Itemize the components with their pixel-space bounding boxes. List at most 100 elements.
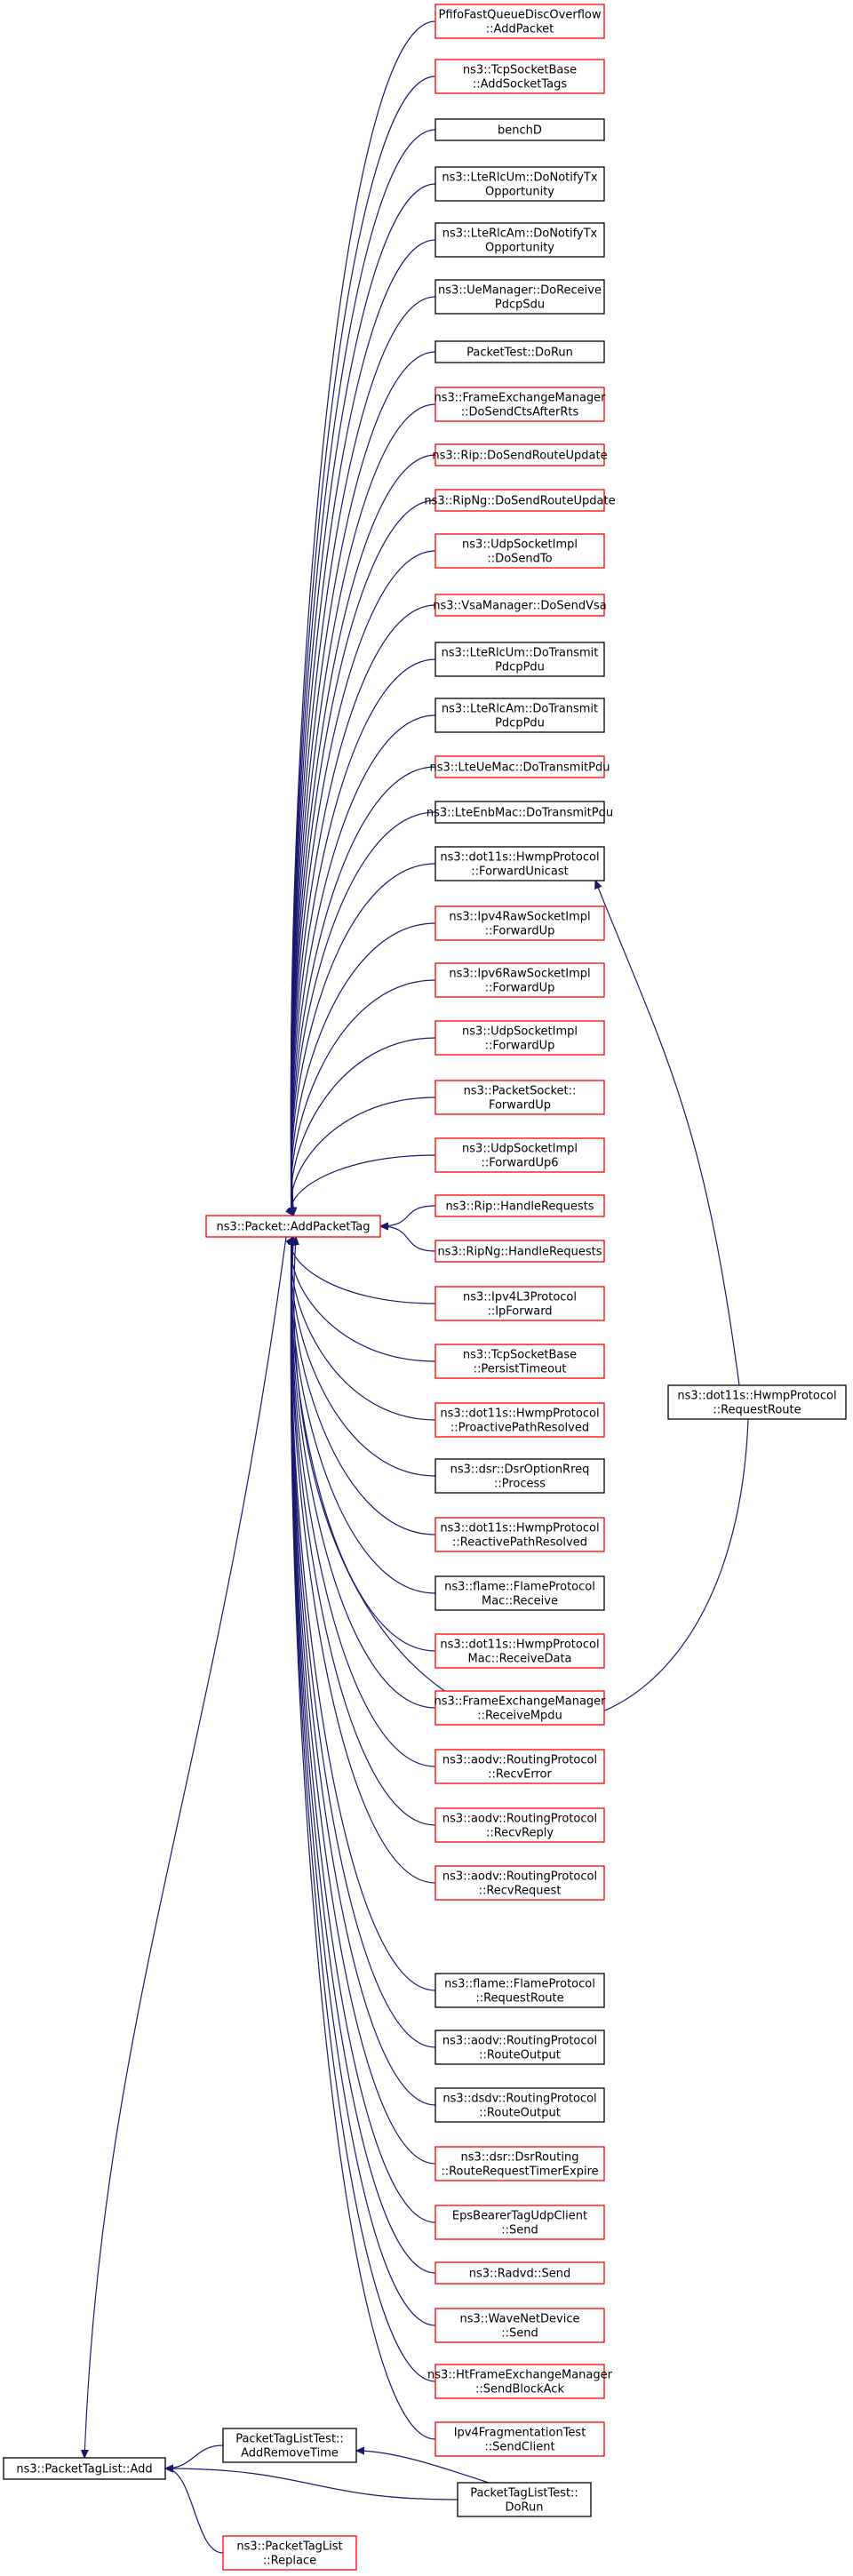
node-label: ::ForwardUp (485, 1040, 555, 1053)
node-aodv-err[interactable]: ns3::aodv::RoutingProtocol::RecvError (434, 1749, 605, 1784)
node-label: Opportunity (485, 186, 554, 199)
node-pktsock-fwd[interactable]: ns3::PacketSocket::ForwardUp (434, 1080, 605, 1115)
node-pfifo[interactable]: PfifoFastQueueDiscOverflow::AddPacket (434, 4, 605, 39)
node-rip-send[interactable]: ns3::Rip::DoSendRouteUpdate (432, 443, 608, 467)
node-layer: ns3::PacketTagList::Add ns3::Packet::AddP… (3, 4, 847, 2571)
node-pktlist-dorun[interactable]: PacketTagListTest::DoRun (457, 2482, 592, 2517)
node-label: ::RecvError (488, 1768, 552, 1782)
node-aodv-out[interactable]: ns3::aodv::RoutingProtocol::RouteOutput (434, 2030, 605, 2065)
node-box (222, 2535, 357, 2571)
node-uemac-tx[interactable]: ns3::LteUeMac::DoTransmitPdu (429, 755, 610, 778)
node-box (667, 1384, 847, 1420)
node-ipv4frag[interactable]: Ipv4FragmentationTest::SendClient (434, 2421, 605, 2457)
node-flame-route[interactable]: ns3::flame::FlameProtocol::RequestRoute (434, 1973, 605, 2008)
node-label: ::ReceiveMpdu (477, 1710, 562, 1723)
node-dsr-rreq[interactable]: ns3::dsr::DsrOptionRreq::Process (434, 1458, 605, 1494)
node-addpackettag[interactable]: ns3::Packet::AddPacketTag (205, 1215, 381, 1238)
node-aodv-reply[interactable]: ns3::aodv::RoutingProtocol::RecvReply (434, 1807, 605, 1843)
node-label: ns3::dsr::DsrRouting (461, 2151, 579, 2165)
node-dsr-timer[interactable]: ns3::dsr::DsrRouting::RouteRequestTimerE… (434, 2146, 605, 2181)
node-box (434, 222, 605, 258)
node-enbmac-tx[interactable]: ns3::LteEnbMac::DoTransmitPdu (426, 801, 613, 824)
node-requestroute-hwmp[interactable]: ns3::dot11s::HwmpProtocol::RequestRoute (667, 1384, 847, 1420)
node-packettest[interactable]: PacketTest::DoRun (434, 340, 605, 363)
node-fem-cts[interactable]: ns3::FrameExchangeManager::DoSendCtsAfte… (434, 387, 606, 422)
node-label: ns3::Radvd::Send (469, 2268, 570, 2281)
node-hwmp-recvdata[interactable]: ns3::dot11s::HwmpProtocolMac::ReceiveDat… (434, 1633, 605, 1669)
node-replace[interactable]: ns3::PacketTagList::Replace (222, 2535, 357, 2571)
edge-ipv4frag-to-addpackettag (291, 1237, 436, 2440)
node-ipv4l3-fwd[interactable]: ns3::Ipv4L3Protocol::IpForward (434, 1286, 605, 1321)
node-radvd[interactable]: ns3::Radvd::Send (434, 2261, 605, 2285)
node-udp-fwd[interactable]: ns3::UdpSocketImpl::ForwardUp (434, 1020, 605, 1056)
node-box (434, 443, 605, 467)
node-vsa[interactable]: ns3::VsaManager::DoSendVsa (433, 594, 607, 617)
edge-udp-fwd6-to-addpackettag (291, 1154, 436, 1216)
node-fem-mpdu[interactable]: ns3::FrameExchangeManager::ReceiveMpdu (434, 1690, 606, 1726)
node-label: ns3::dot11s::HwmpProtocol (677, 1390, 836, 1403)
node-hwmp-proactive[interactable]: ns3::dot11s::HwmpProtocol::ProactivePath… (434, 1402, 605, 1438)
node-label: ns3::flame::FlameProtocol (444, 1978, 595, 1991)
node-label: ns3::dsdv::RoutingProtocol (442, 2093, 596, 2106)
node-root: ns3::PacketTagList::Add (3, 2457, 166, 2480)
node-dsdv-out[interactable]: ns3::dsdv::RoutingProtocol::RouteOutput (434, 2087, 605, 2123)
node-box (434, 846, 605, 881)
node-hwmp-reactive[interactable]: ns3::dot11s::HwmpProtocol::ReactivePathR… (434, 1517, 605, 1552)
node-label: PdcpPdu (495, 661, 545, 674)
node-box (434, 962, 605, 998)
node-box (434, 2421, 605, 2457)
node-label: ns3::TcpSocketBase (463, 1349, 577, 1362)
node-box (205, 1215, 381, 1238)
node-ripng-hr[interactable]: ns3::RipNg::HandleRequests (434, 1240, 605, 1263)
node-label: ::RequestRoute (475, 1992, 563, 2006)
node-label: ::IpForward (487, 1305, 552, 1319)
node-hwmp-fwd[interactable]: ns3::dot11s::HwmpProtocol::ForwardUnicas… (434, 846, 605, 881)
node-label: ns3::dot11s::HwmpProtocol (440, 851, 599, 865)
node-benchd[interactable]: benchD (434, 118, 605, 141)
node-box (434, 2261, 605, 2285)
node-htfem[interactable]: ns3::HtFrameExchangeManager::SendBlockAc… (427, 2364, 613, 2399)
node-tcp-addtags[interactable]: ns3::TcpSocketBase::AddSocketTags (434, 59, 605, 94)
edge-enbmac-tx-to-addpackettag (291, 811, 436, 1216)
node-label: ::RequestRoute (713, 1404, 801, 1417)
node-udp-fwd6[interactable]: ns3::UdpSocketImpl::ForwardUp6 (434, 1137, 605, 1173)
node-label: PdcpSdu (495, 299, 545, 312)
node-ipv6raw-fwd[interactable]: ns3::Ipv6RawSocketImpl::ForwardUp (434, 962, 605, 998)
node-label: ::DoSendTo (487, 553, 552, 566)
edge-replace-to-root (165, 2468, 224, 2554)
node-label: ns3::UdpSocketImpl (462, 538, 578, 552)
node-label: ns3::WaveNetDevice (459, 2313, 579, 2326)
node-aodv-req[interactable]: ns3::aodv::RoutingProtocol::RecvRequest (434, 1865, 605, 1901)
node-wave-send[interactable]: ns3::WaveNetDevice::Send (434, 2308, 605, 2343)
node-rip-hr[interactable]: ns3::Rip::HandleRequests (434, 1194, 605, 1217)
node-label: Ipv4FragmentationTest (454, 2427, 586, 2440)
node-udp-sendto[interactable]: ns3::UdpSocketImpl::DoSendTo (434, 533, 605, 569)
node-box (434, 905, 605, 941)
node-label: Mac::ReceiveData (467, 1653, 571, 1666)
node-box (434, 2087, 605, 2123)
edge-flame-recv-to-addpackettag (291, 1237, 436, 1594)
node-addremovetime[interactable]: PacketTagListTest::AddRemoveTime (222, 2428, 357, 2463)
edge-dsr-rreq-to-addpackettag (291, 1237, 436, 1477)
node-label: ns3::LteEnbMac::DoTransmitPdu (426, 807, 613, 820)
edge-fem-cts-to-addpackettag (291, 403, 436, 1216)
edge-tcp-persist-to-addpackettag (291, 1237, 436, 1362)
node-ipv4raw-fwd[interactable]: ns3::Ipv4RawSocketImpl::ForwardUp (434, 905, 605, 941)
node-box (434, 1575, 605, 1611)
node-box (434, 1633, 605, 1669)
edge-ripng-hr-to-addpackettag (380, 1226, 436, 1252)
node-box (434, 2146, 605, 2181)
node-eps-send[interactable]: EpsBearerTagUdpClient::Send (434, 2205, 605, 2240)
node-tcp-persist[interactable]: ns3::TcpSocketBase::PersistTimeout (434, 1344, 605, 1379)
node-ripng-send[interactable]: ns3::RipNg::DoSendRouteUpdate (424, 489, 616, 512)
node-label: EpsBearerTagUdpClient (452, 2210, 587, 2223)
node-label: ns3::aodv::RoutingProtocol (442, 2035, 597, 2048)
node-label: ::RouteOutput (479, 2049, 561, 2062)
